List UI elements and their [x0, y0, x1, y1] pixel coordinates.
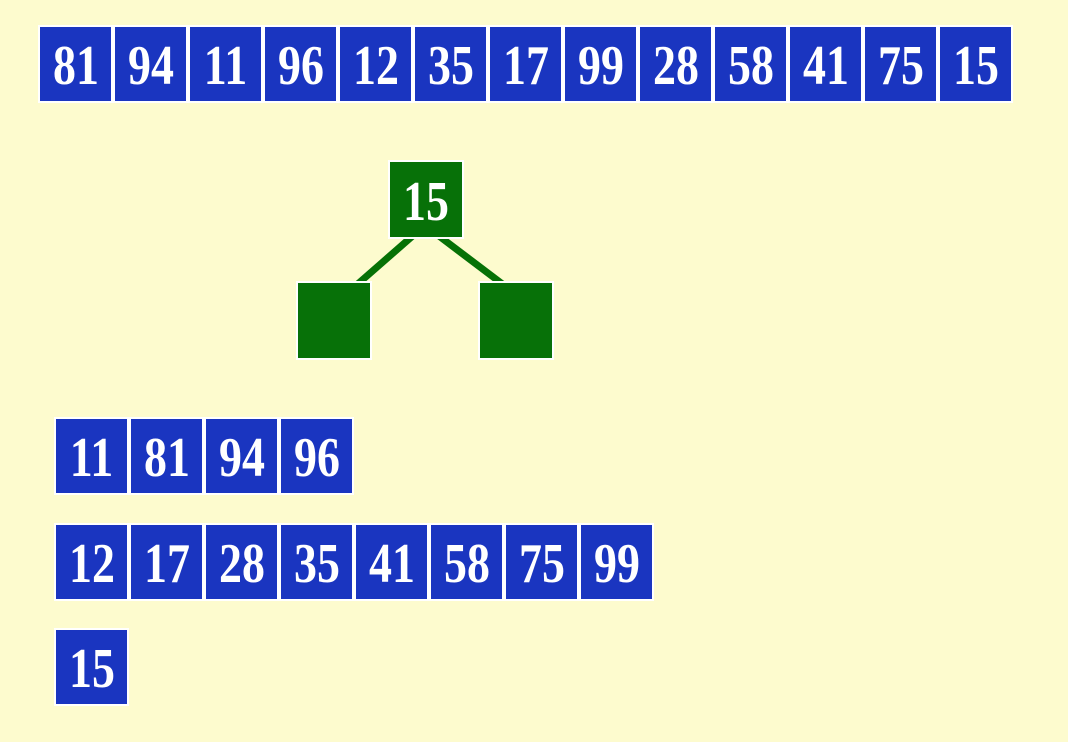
- cell-value: 99: [577, 35, 624, 97]
- cell-value: 81: [143, 427, 190, 489]
- array-cell: 12: [338, 25, 413, 103]
- array-cell: 35: [279, 523, 354, 601]
- cell-value: 58: [443, 533, 490, 595]
- array-cell: 41: [354, 523, 429, 601]
- cell-value: 96: [293, 427, 340, 489]
- cell-value: 17: [502, 35, 549, 97]
- array-cell: 35: [413, 25, 488, 103]
- array-cell: 15: [54, 628, 129, 706]
- input-array-row: 81 94 11 96 12 35 17 99 28 58 41 75 15: [38, 25, 1013, 103]
- tree-root-value: 15: [403, 170, 449, 233]
- array-cell: 75: [863, 25, 938, 103]
- cell-value: 15: [68, 638, 115, 700]
- array-cell: 17: [129, 523, 204, 601]
- array-cell: 28: [204, 523, 279, 601]
- array-cell: 58: [429, 523, 504, 601]
- sorted-run-row-3: 15: [54, 628, 129, 706]
- array-cell: 94: [113, 25, 188, 103]
- array-cell: 75: [504, 523, 579, 601]
- tree-edge-left: [349, 230, 419, 292]
- tree-right-child-node: [478, 281, 554, 360]
- cell-value: 35: [427, 35, 474, 97]
- cell-value: 15: [952, 35, 999, 97]
- cell-value: 75: [518, 533, 565, 595]
- cell-value: 94: [218, 427, 265, 489]
- cell-value: 11: [203, 35, 248, 97]
- cell-value: 94: [127, 35, 174, 97]
- cell-value: 12: [352, 35, 399, 97]
- array-cell: 96: [263, 25, 338, 103]
- cell-value: 96: [277, 35, 324, 97]
- array-cell: 96: [279, 417, 354, 495]
- cell-value: 58: [727, 35, 774, 97]
- cell-value: 28: [652, 35, 699, 97]
- cell-value: 75: [877, 35, 924, 97]
- array-cell: 81: [38, 25, 113, 103]
- tree-root-node: 15: [388, 160, 464, 239]
- array-cell: 81: [129, 417, 204, 495]
- cell-value: 35: [293, 533, 340, 595]
- cell-value: 11: [69, 427, 114, 489]
- tree-left-child-node: [296, 281, 372, 360]
- array-cell: 28: [638, 25, 713, 103]
- array-cell: 17: [488, 25, 563, 103]
- array-cell: 12: [54, 523, 129, 601]
- cell-value: 81: [52, 35, 99, 97]
- sorted-run-row-2: 12 17 28 35 41 58 75 99: [54, 523, 654, 601]
- sorted-run-row-1: 11 81 94 96: [54, 417, 354, 495]
- array-cell: 15: [938, 25, 1013, 103]
- tree-edge-right: [432, 230, 512, 292]
- cell-value: 17: [143, 533, 190, 595]
- array-cell: 58: [713, 25, 788, 103]
- array-cell: 11: [188, 25, 263, 103]
- cell-value: 99: [593, 533, 640, 595]
- array-cell: 99: [579, 523, 654, 601]
- array-cell: 41: [788, 25, 863, 103]
- array-cell: 99: [563, 25, 638, 103]
- cell-value: 41: [802, 35, 849, 97]
- cell-value: 12: [68, 533, 115, 595]
- cell-value: 28: [218, 533, 265, 595]
- cell-value: 41: [368, 533, 415, 595]
- array-cell: 11: [54, 417, 129, 495]
- array-cell: 94: [204, 417, 279, 495]
